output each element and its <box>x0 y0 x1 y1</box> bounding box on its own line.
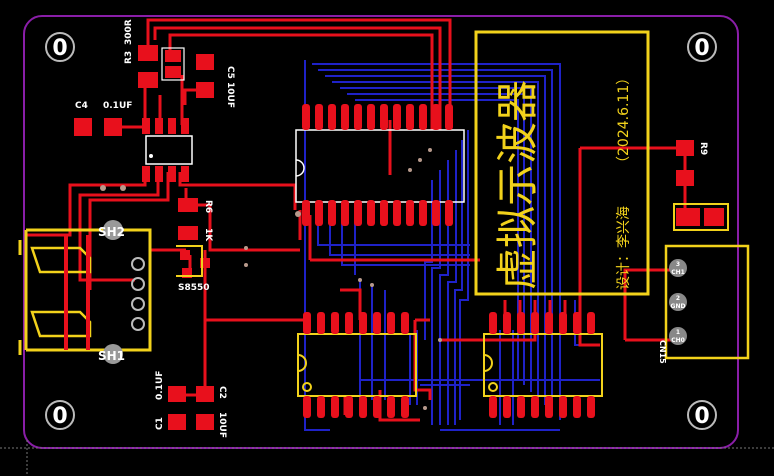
designer-label: 设计：李兴海 <box>616 206 632 290</box>
shield1-label: SH1 <box>98 349 125 363</box>
bottom-copper-traces <box>304 60 600 431</box>
title-block-frame <box>474 30 650 296</box>
ch0-pin: 1 <box>676 329 680 336</box>
mount-hole-label-bl: 0 <box>52 404 67 429</box>
ch1-pin: 3 <box>676 261 680 268</box>
diode-outline <box>673 203 729 231</box>
ic-lower-right-pads <box>483 312 603 418</box>
ch1-label: CH1 <box>671 269 685 276</box>
transistor-outline <box>176 245 203 277</box>
mount-hole-label-tl: 0 <box>52 36 67 61</box>
c2-value: 10UF <box>217 412 227 438</box>
c2-designator: C2 <box>217 386 227 399</box>
r6-designator: R6 <box>203 200 213 213</box>
c1-value-top: 0.1UF <box>155 371 165 400</box>
q1-designator: S8550 <box>178 283 210 293</box>
smd-pads <box>74 45 724 430</box>
r3-value: 300R <box>124 19 134 45</box>
c5-designator: C5 <box>225 66 235 79</box>
r9-designator: R9 <box>698 142 708 155</box>
crystal-outline <box>161 47 185 81</box>
c1-designator: C1 <box>155 417 165 430</box>
r3-designator: R3 <box>124 51 134 64</box>
ic-main-pads <box>295 104 465 226</box>
usb-connector <box>18 220 152 364</box>
cn15-designator: CN15 <box>658 340 667 364</box>
mount-hole-label-tr: 0 <box>694 36 709 61</box>
probe-connector <box>664 244 750 360</box>
mount-holes <box>45 32 717 430</box>
c4-designator: C4 <box>75 101 88 111</box>
ic-lower-left-pads <box>297 312 417 418</box>
ic-small-body <box>145 135 193 165</box>
mount-hole-label-br: 0 <box>694 404 709 429</box>
shield2-label: SH2 <box>98 225 125 239</box>
vias <box>100 148 442 410</box>
gnd-label: GND <box>671 303 686 310</box>
c4-value: 0.1UF <box>103 101 132 111</box>
c5-value: 10UF <box>225 82 235 108</box>
ch0-label: CH0 <box>671 337 685 344</box>
gnd-pin: 2 <box>676 295 680 302</box>
board-title: 虚拟示波器 <box>493 80 542 290</box>
design-date: （2024.6.11） <box>616 71 632 170</box>
r6-value: 1K <box>203 228 213 242</box>
